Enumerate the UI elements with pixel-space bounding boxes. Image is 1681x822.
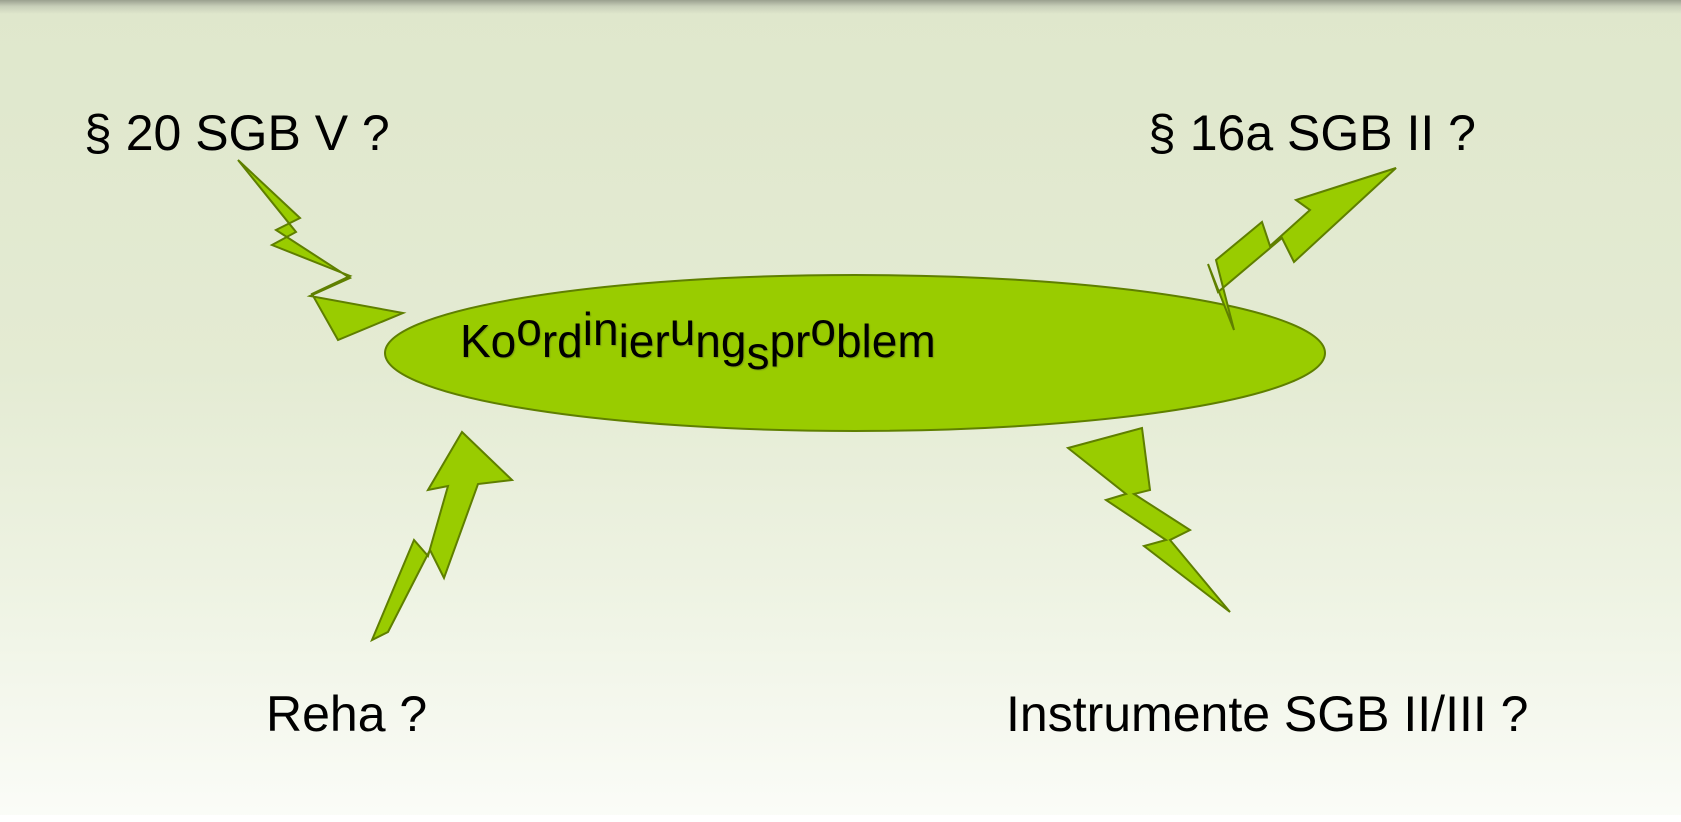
center-title-segment: pr <box>769 315 811 367</box>
center-title-segment: Ko <box>460 315 517 367</box>
label-reha: Reha ? <box>266 686 428 742</box>
lightning-bolt-top-left-icon <box>237 159 407 342</box>
lightning-bolt-top-right-icon <box>1207 167 1397 331</box>
center-title-segment: o <box>810 303 836 355</box>
center-title-segment: rd <box>541 315 583 367</box>
lightning-bolt-bottom-right-icon <box>1065 426 1231 613</box>
top-edge-shadow <box>0 0 1681 14</box>
center-title-segment: s <box>746 327 770 379</box>
label-instrumente: Instrumente SGB II/III ? <box>1006 686 1529 742</box>
label-sgb-ii: § 16a SGB II ? <box>1148 105 1476 161</box>
center-title-segment: ier <box>618 315 670 367</box>
center-title: Koordinierungsproblem <box>460 306 936 376</box>
lightning-bolt-bottom-left-icon <box>370 430 515 643</box>
center-title-segment: ng <box>695 315 747 367</box>
label-sgb-v: § 20 SGB V ? <box>84 105 390 161</box>
bottom-edge <box>0 815 1681 822</box>
center-title-segment: o <box>516 303 542 355</box>
center-title-segment: blem <box>835 315 936 367</box>
center-title-segment: u <box>669 303 696 355</box>
center-title-segment: in <box>582 303 619 355</box>
center-ellipse <box>384 274 1326 432</box>
